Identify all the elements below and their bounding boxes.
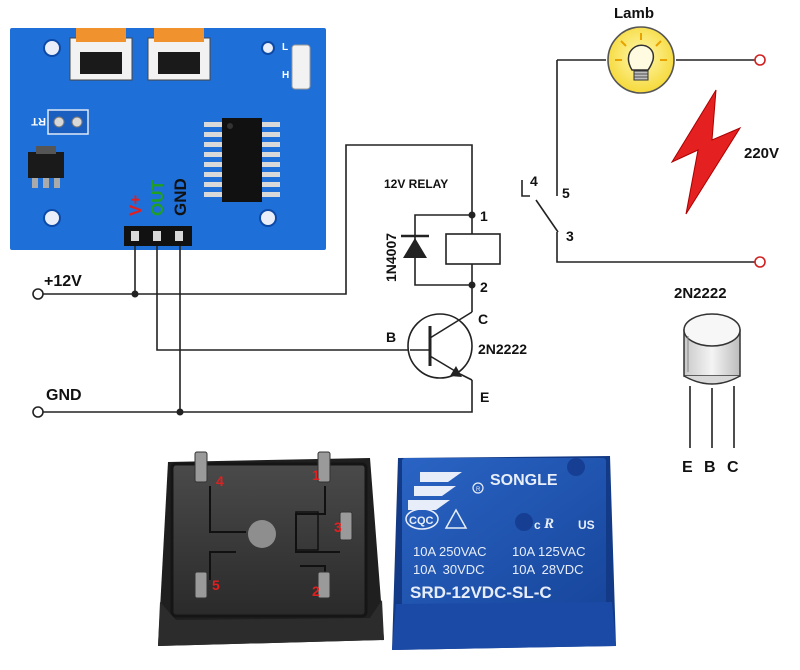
cert-c: c bbox=[534, 518, 541, 532]
switch-pin-5: 5 bbox=[562, 185, 570, 201]
silk-h: H bbox=[282, 70, 289, 81]
voltage-label: 220V bbox=[744, 145, 779, 162]
relay-pin-4: 4 bbox=[216, 473, 224, 489]
schematic: +12V GND 12V RELAY 1 2 1N4007 bbox=[32, 5, 779, 418]
package-pin-e: E bbox=[682, 459, 693, 476]
mounting-hole bbox=[43, 39, 61, 57]
diode-symbol bbox=[401, 234, 429, 258]
rating-row-2-right: 10A 28VDC bbox=[512, 562, 584, 577]
cert-us: US bbox=[578, 518, 595, 532]
transistor-label: 2N2222 bbox=[478, 341, 527, 357]
transistor-collector-label: C bbox=[478, 311, 488, 327]
diode-label: 1N4007 bbox=[383, 233, 399, 282]
lightning-icon bbox=[670, 89, 742, 215]
relay-brand: SONGLE bbox=[490, 472, 558, 489]
mains-terminal-bottom bbox=[754, 256, 766, 268]
relay-title: 12V RELAY bbox=[384, 177, 448, 191]
relay-pin-5: 5 bbox=[212, 577, 220, 593]
pin-label-vplus: V+ bbox=[126, 195, 145, 216]
relay-bottom-view: 4 1 3 5 2 bbox=[158, 451, 384, 646]
mounting-hole bbox=[43, 209, 61, 227]
svg-text:R: R bbox=[476, 487, 481, 493]
pin-label-out: OUT bbox=[148, 180, 167, 217]
package-pin-b: B bbox=[704, 459, 716, 476]
songle-logo bbox=[408, 472, 462, 510]
coil-pin-1: 1 bbox=[480, 208, 488, 224]
connector-left bbox=[69, 28, 133, 81]
relay-model: SRD-12VDC-SL-C bbox=[410, 583, 552, 602]
regulator-chip bbox=[28, 146, 64, 188]
mains-terminal-top bbox=[754, 54, 766, 66]
relay-pin-3: 3 bbox=[334, 519, 342, 535]
mounting-hole bbox=[261, 41, 275, 55]
connector-right bbox=[147, 28, 211, 81]
package-pin-c: C bbox=[727, 459, 739, 476]
ic-chip bbox=[204, 118, 280, 202]
silk-l: L bbox=[282, 42, 288, 53]
package-label: 2N2222 bbox=[674, 285, 727, 302]
pin-label-gnd: GND bbox=[171, 178, 190, 216]
silk-rt: RT bbox=[31, 115, 46, 127]
relay-coil bbox=[445, 233, 501, 265]
transistor-symbol bbox=[407, 311, 473, 381]
lamp-label: Lamb bbox=[614, 5, 654, 22]
lamp-icon bbox=[607, 26, 675, 94]
supply-label: +12V bbox=[44, 273, 82, 290]
relay-top-view: R SONGLE CQC c R US 10A 250VAC 10A 125VA… bbox=[392, 456, 616, 650]
transistor-base-label: B bbox=[386, 329, 396, 345]
rating-row-2-left: 10A 30VDC bbox=[413, 562, 485, 577]
ground-terminal bbox=[32, 406, 44, 418]
switch-arm bbox=[535, 199, 559, 233]
switch-pin-4: 4 bbox=[530, 173, 538, 189]
sensor-board: L H RT bbox=[10, 28, 326, 250]
transistor-package: 2N2222 E B C bbox=[674, 285, 741, 476]
relay-pin-2: 2 bbox=[312, 583, 320, 599]
relay-pin-1: 1 bbox=[312, 467, 320, 483]
transistor-emitter-label: E bbox=[480, 389, 489, 405]
cert-cqc: CQC bbox=[409, 515, 434, 527]
rating-row-1-left: 10A 250VAC bbox=[413, 544, 486, 559]
svg-text:R: R bbox=[543, 516, 554, 532]
mounting-hole bbox=[259, 209, 277, 227]
jumper-block bbox=[291, 44, 311, 90]
supply-terminal bbox=[32, 288, 44, 300]
coil-pin-2: 2 bbox=[480, 279, 488, 295]
ground-label: GND bbox=[46, 387, 82, 404]
rating-row-1-right: 10A 125VAC bbox=[512, 544, 585, 559]
switch-pin-3: 3 bbox=[566, 228, 574, 244]
